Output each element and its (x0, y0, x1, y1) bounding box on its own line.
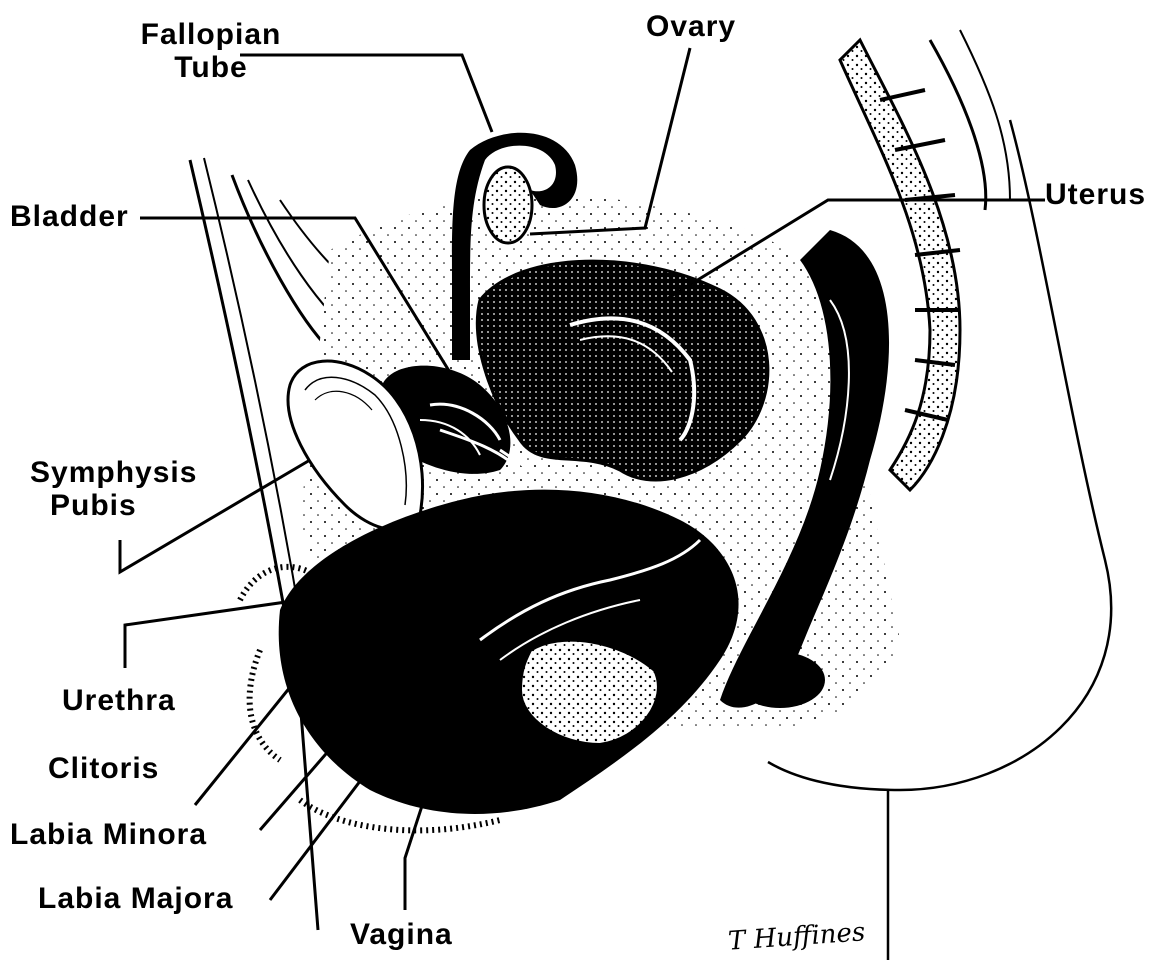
label-symphysis-pubis: Symphysis Pubis (30, 456, 197, 522)
label-uterus: Uterus (1045, 178, 1146, 211)
label-fallopian-line2: Tube (126, 51, 296, 84)
label-vagina: Vagina (350, 918, 453, 951)
label-symphysis-line2: Pubis (30, 489, 197, 522)
label-clitoris: Clitoris (48, 752, 159, 785)
label-symphysis-line1: Symphysis (30, 456, 197, 489)
label-urethra: Urethra (62, 684, 176, 717)
label-fallopian-line1: Fallopian (126, 18, 296, 51)
label-labia-majora: Labia Majora (38, 882, 233, 915)
abdominal-wall (190, 160, 318, 930)
ovary-shape (484, 167, 532, 243)
label-ovary: Ovary (646, 10, 736, 43)
label-bladder: Bladder (10, 200, 129, 233)
label-labia-minora: Labia Minora (10, 818, 207, 851)
label-fallopian-tube: Fallopian Tube (126, 18, 296, 84)
